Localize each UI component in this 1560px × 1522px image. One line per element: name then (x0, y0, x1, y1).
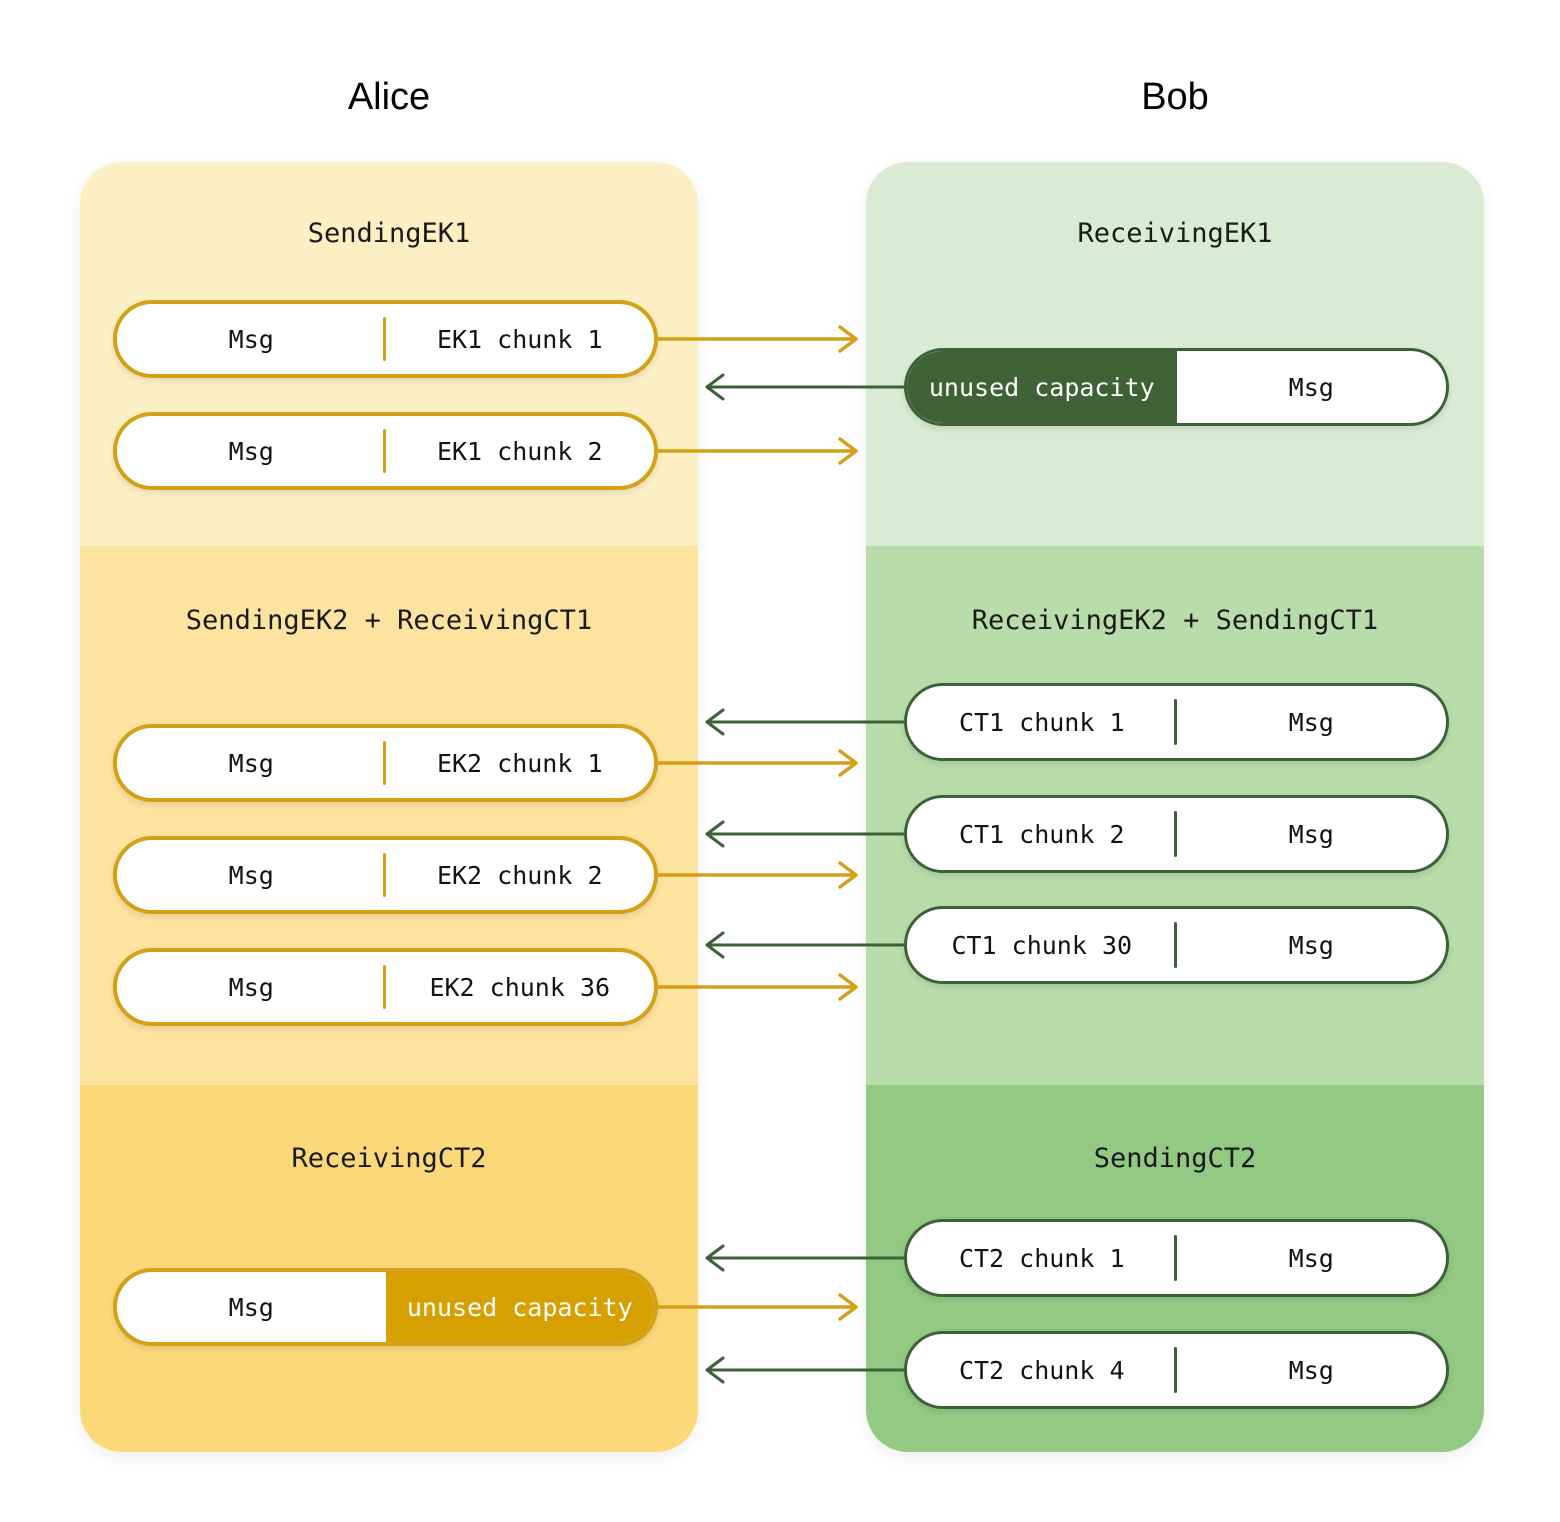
alice-panel-3-title: ReceivingCT2 (291, 1143, 487, 1174)
bob-pill-ct1-chunk-2-left: CT1 chunk 2 (907, 798, 1177, 870)
alice-pill-ek2-chunk-36-left: Msg (117, 952, 386, 1022)
alice-pill-ek1-chunk-2-right: EK1 chunk 2 (436, 436, 603, 466)
bob-panel-1-title: ReceivingEK1 (1077, 218, 1273, 249)
alice-pill-ek2-chunk-36-right: EK2 chunk 36 (429, 972, 611, 1002)
bob-panel-2-title: ReceivingEK2 + SendingCT1 (971, 605, 1379, 636)
bob-pill-ct1-chunk-2-right: Msg (1288, 819, 1334, 849)
bob-pill-ct1-chunk-30[interactable]: CT1 chunk 30 Msg (904, 906, 1449, 984)
alice-panel-1-title: SendingEK1 (307, 218, 471, 249)
alice-pill-ek1-chunk-1[interactable]: Msg EK1 chunk 1 (113, 300, 658, 378)
bob-pill-ct2-chunk-4-left: CT2 chunk 4 (907, 1334, 1177, 1406)
alice-pill-ek2-chunk-2[interactable]: Msg EK2 chunk 2 (113, 836, 658, 914)
party-title-alice: Alice (347, 76, 431, 118)
bob-pill-ct2-chunk-4[interactable]: CT2 chunk 4 Msg (904, 1331, 1449, 1409)
bob-pill-ct2-chunk-1-left: CT2 chunk 1 (907, 1222, 1177, 1294)
alice-pill-ek2-chunk-1[interactable]: Msg EK2 chunk 1 (113, 724, 658, 802)
bob-pill-receiving-ek1[interactable]: unused capacity Msg (904, 348, 1449, 426)
bob-pill-ct1-chunk-30-left: CT1 chunk 30 (907, 909, 1177, 981)
bob-pill-ct2-chunk-4-right: Msg (1288, 1355, 1334, 1385)
bob-pill-ct2-chunk-1-right: Msg (1288, 1243, 1334, 1273)
bob-column: ReceivingEK1 ReceivingEK2 + SendingCT1 S… (866, 162, 1484, 1452)
bob-panel-3-title: SendingCT2 (1093, 1143, 1257, 1174)
alice-pill-ek1-chunk-2-left: Msg (117, 416, 386, 486)
bob-pill-ct2-chunk-1[interactable]: CT2 chunk 1 Msg (904, 1219, 1449, 1297)
bob-pill-ct1-chunk-1[interactable]: CT1 chunk 1 Msg (904, 683, 1449, 761)
alice-pill-receiving-ct2-unused-capacity: unused capacity (385, 1272, 654, 1342)
alice-panel-2-title: SendingEK2 + ReceivingCT1 (185, 605, 593, 636)
alice-column: SendingEK1 SendingEK2 + ReceivingCT1 Rec… (80, 162, 698, 1452)
bob-pill-ct1-chunk-30-right: Msg (1288, 930, 1334, 960)
bob-pill-ct1-chunk-1-right: Msg (1288, 707, 1334, 737)
alice-pill-receiving-ct2[interactable]: Msg unused capacity (113, 1268, 658, 1346)
bob-pill-ct1-chunk-2[interactable]: CT1 chunk 2 Msg (904, 795, 1449, 873)
bob-pill-receiving-ek1-unused-capacity: unused capacity (907, 351, 1177, 423)
alice-pill-ek1-chunk-1-right: EK1 chunk 1 (436, 324, 603, 354)
alice-pill-ek2-chunk-1-right: EK2 chunk 1 (436, 748, 603, 778)
alice-pill-receiving-ct2-left: Msg (228, 1292, 274, 1322)
alice-pill-ek2-chunk-2-left: Msg (117, 840, 386, 910)
alice-pill-ek2-chunk-1-left: Msg (117, 728, 386, 798)
alice-pill-ek2-chunk-2-right: EK2 chunk 2 (436, 860, 603, 890)
alice-pill-ek2-chunk-36[interactable]: Msg EK2 chunk 36 (113, 948, 658, 1026)
bob-pill-ct1-chunk-1-left: CT1 chunk 1 (907, 686, 1177, 758)
alice-pill-ek1-chunk-2[interactable]: Msg EK1 chunk 2 (113, 412, 658, 490)
party-title-bob: Bob (1141, 76, 1209, 118)
bob-pill-receiving-ek1-right: Msg (1288, 372, 1334, 402)
alice-pill-ek1-chunk-1-left: Msg (117, 304, 386, 374)
